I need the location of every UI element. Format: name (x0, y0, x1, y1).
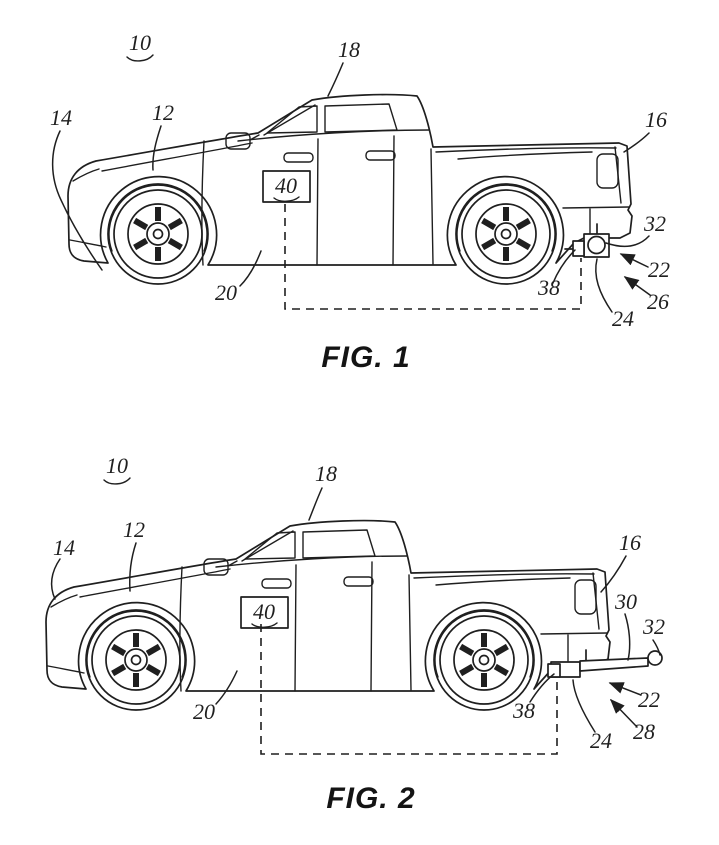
leader-14 (51, 130, 103, 271)
ref-label-38: 38 (512, 698, 535, 723)
leader-38 (552, 249, 576, 284)
reference-numerals-fig1: 10 12 14 16 18 20 22 24 26 32 38 40 (50, 30, 670, 331)
leader-30 (624, 613, 631, 661)
ref-40-underline (273, 196, 300, 202)
leader-32 (605, 235, 650, 247)
leader-20 (215, 670, 238, 705)
hitch-ball (647, 650, 663, 666)
ref-label-14: 14 (53, 535, 75, 560)
figure-1-caption: FIG. 1 (321, 341, 410, 374)
ref-label-10: 10 (106, 453, 128, 478)
ref-label-12: 12 (123, 517, 145, 542)
hitch-drawbar (579, 657, 649, 672)
ref-10-underline (126, 54, 154, 62)
leader-20 (239, 250, 262, 287)
ref-label-40: 40 (275, 173, 297, 198)
figure-2: 10 12 14 16 18 20 22 24 28 30 32 38 40 F… (46, 453, 665, 815)
ref-10-underline (103, 477, 131, 485)
figure-2-caption: FIG. 2 (326, 782, 415, 815)
ref-label-22: 22 (638, 687, 660, 712)
hitch-stowed-assembly (564, 223, 610, 258)
leader-38 (529, 673, 555, 703)
ref-label-20: 20 (215, 280, 237, 305)
ref-label-18: 18 (338, 37, 360, 62)
leader-24 (595, 258, 613, 313)
ref-label-40: 40 (253, 599, 275, 624)
signal-path-dashed (284, 204, 582, 310)
ref-label-22: 22 (648, 257, 670, 282)
ref-label-12: 12 (152, 100, 174, 125)
ref-label-30: 30 (614, 589, 637, 614)
ref-label-26: 26 (647, 289, 669, 314)
truck-fig2 (46, 521, 610, 710)
ref-label-16: 16 (619, 530, 641, 555)
ref-label-32: 32 (643, 211, 666, 236)
leader-18 (308, 487, 323, 521)
ref-label-32: 32 (642, 614, 665, 639)
figure-1: 10 12 14 16 18 20 22 24 26 32 38 40 FIG.… (50, 30, 670, 374)
leader-16 (600, 555, 627, 593)
ref-label-14: 14 (50, 105, 72, 130)
ref-label-38: 38 (537, 275, 560, 300)
ref-label-16: 16 (645, 107, 667, 132)
leader-16 (623, 132, 650, 153)
leader-12 (129, 542, 137, 592)
leader-lines-fig1 (51, 62, 651, 313)
arrow-22 (608, 682, 642, 696)
ref-label-24: 24 (590, 728, 612, 753)
ref-40-underline (251, 622, 278, 628)
sensor-38-box (572, 240, 585, 257)
ref-label-18: 18 (315, 461, 337, 486)
sensor-38-box (547, 663, 561, 678)
ref-label-24: 24 (612, 306, 634, 331)
reference-numerals-fig2: 10 12 14 16 18 20 22 24 28 30 32 38 40 (53, 453, 665, 753)
leader-18 (327, 62, 344, 97)
ref-label-10: 10 (129, 30, 151, 55)
leader-24 (572, 679, 596, 733)
hitch-extended-assembly (547, 649, 663, 678)
leader-12 (152, 125, 162, 171)
arrow-26 (623, 276, 651, 296)
signal-path-dashed (260, 624, 558, 755)
ref-label-28: 28 (633, 719, 655, 744)
arrow-22 (619, 253, 649, 268)
leader-14 (50, 558, 61, 600)
leader-lines-fig2 (50, 487, 661, 733)
ref-label-20: 20 (193, 699, 215, 724)
leader-32 (652, 639, 661, 656)
hitch-ball (587, 235, 606, 255)
arrow-28 (609, 698, 638, 728)
